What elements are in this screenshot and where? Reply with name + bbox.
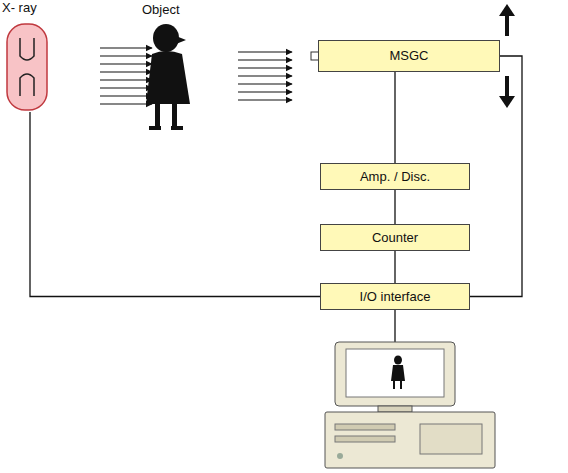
box-label: Amp. / Disc. [360,169,430,185]
signal-line [394,190,395,224]
wire [394,310,395,342]
tube-outline [2,22,58,112]
box-label: I/O interface [360,289,431,305]
xray-beam [100,48,152,104]
signal-line [394,72,395,163]
process-box: Amp. / Disc. [320,163,470,190]
box-label: Counter [372,230,418,246]
detector-box: MSGC [318,40,500,72]
signal-line [30,112,320,297]
transmitted-beam [238,52,292,100]
process-box: Counter [320,224,470,251]
process-box: I/O interface [320,283,470,310]
signal-line [470,56,522,297]
xray-tube: X- ray [2,0,58,112]
tube-label: X- ray [2,0,58,16]
signal-line [394,251,395,283]
box-label: MSGC [390,48,429,64]
object-figure [146,24,190,130]
computer [325,342,495,468]
object-label: Object [142,2,180,17]
